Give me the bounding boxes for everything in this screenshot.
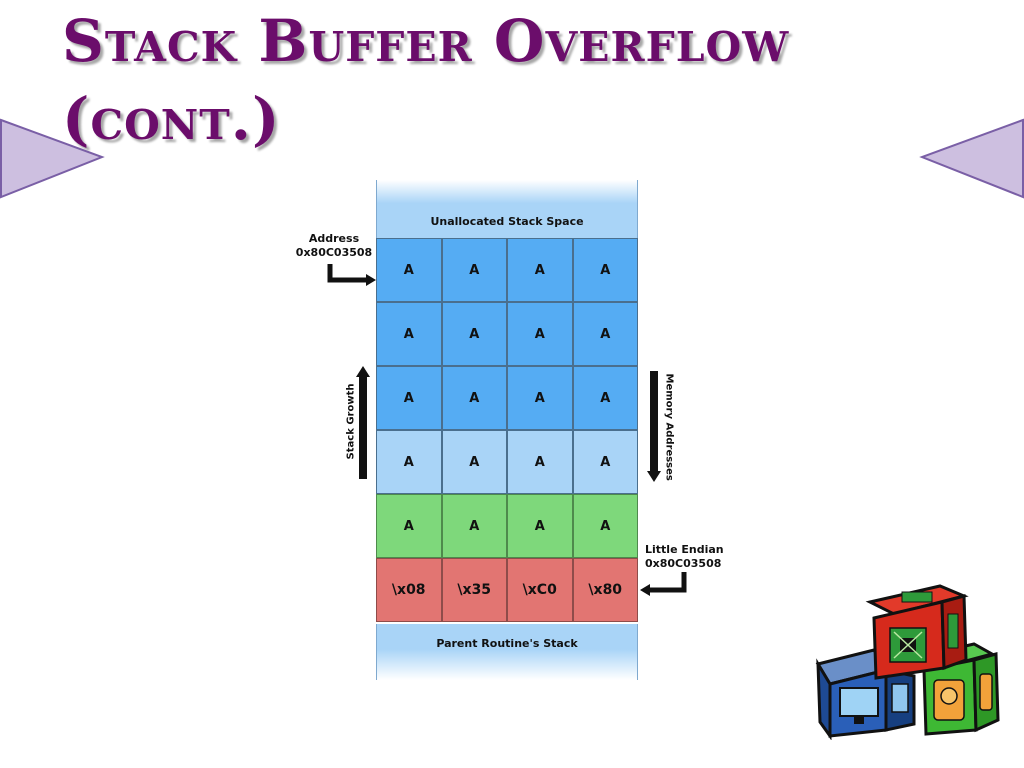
- stack-cell: A: [507, 430, 573, 494]
- stack-row: A A A A: [376, 238, 638, 302]
- computer-blocks-icon: [815, 584, 1000, 740]
- stack-cell: A: [376, 238, 442, 302]
- stack-cell: A: [572, 494, 638, 558]
- stack-cell: A: [376, 430, 442, 494]
- unallocated-stack-space: Unallocated Stack Space: [376, 180, 638, 238]
- parent-routine-stack: Parent Routine's Stack: [376, 624, 638, 680]
- little-endian-label-line-2: 0x80C03508: [645, 557, 722, 570]
- stack-cell: A: [507, 302, 573, 366]
- stack-cell: A: [572, 302, 638, 366]
- slide-title: Stack Buffer Overflow (cont.): [62, 2, 962, 158]
- stack-grid: A A A A A A A A A A A A A A A A A A A A: [376, 238, 638, 622]
- stack-cell: A: [441, 302, 507, 366]
- stack-cell: A: [507, 238, 573, 302]
- stack-growth-label: Stack Growth: [345, 383, 357, 460]
- stack-cell: \x35: [441, 558, 507, 622]
- left-pointing-triangle-icon: [919, 118, 1024, 199]
- stack-cell: A: [507, 494, 573, 558]
- stack-cell: A: [441, 238, 507, 302]
- stack-cell: A: [572, 238, 638, 302]
- stack-cell: A: [572, 366, 638, 430]
- slide-title-line-1: Stack Buffer Overflow: [62, 7, 790, 75]
- memory-addresses-label: Memory Addresses: [663, 373, 675, 481]
- return-address-row: \x08 \x35 \xC0 \x80: [376, 558, 638, 622]
- stack-cell: A: [441, 430, 507, 494]
- stack-cell: A: [572, 430, 638, 494]
- stack-row: A A A A: [376, 302, 638, 366]
- stack-row: A A A A: [376, 430, 638, 494]
- up-arrow-icon: [356, 366, 370, 479]
- slide-title-line-2: (cont.): [62, 85, 281, 153]
- address-label: Address 0x80C03508: [292, 232, 376, 260]
- parent-routine-stack-label: Parent Routine's Stack: [436, 636, 578, 650]
- stack-cell: A: [376, 494, 442, 558]
- stack-cell: \xC0: [507, 558, 573, 622]
- stack-row: A A A A: [376, 494, 638, 558]
- address-label-line-2: 0x80C03508: [295, 246, 373, 259]
- little-endian-arrow-icon: [640, 572, 687, 596]
- stack-cell: A: [441, 366, 507, 430]
- address-arrow-icon: [327, 264, 376, 286]
- little-endian-label-line-1: Little Endian: [645, 543, 724, 556]
- stack-cell: A: [376, 302, 442, 366]
- stack-cell: A: [376, 366, 442, 430]
- stack-row: A A A A: [376, 366, 638, 430]
- stack-cell: \x80: [572, 558, 638, 622]
- unallocated-stack-space-label: Unallocated Stack Space: [430, 214, 584, 228]
- stack-cell: \x08: [376, 558, 442, 622]
- stack-diagram: Unallocated Stack Space A A A A A A A A …: [376, 180, 638, 680]
- right-pointing-triangle-icon: [0, 118, 105, 199]
- address-label-line-1: Address: [308, 232, 360, 245]
- down-arrow-icon: [647, 371, 661, 482]
- stack-cell: A: [507, 366, 573, 430]
- little-endian-label: Little Endian 0x80C03508: [645, 543, 755, 571]
- stack-cell: A: [441, 494, 507, 558]
